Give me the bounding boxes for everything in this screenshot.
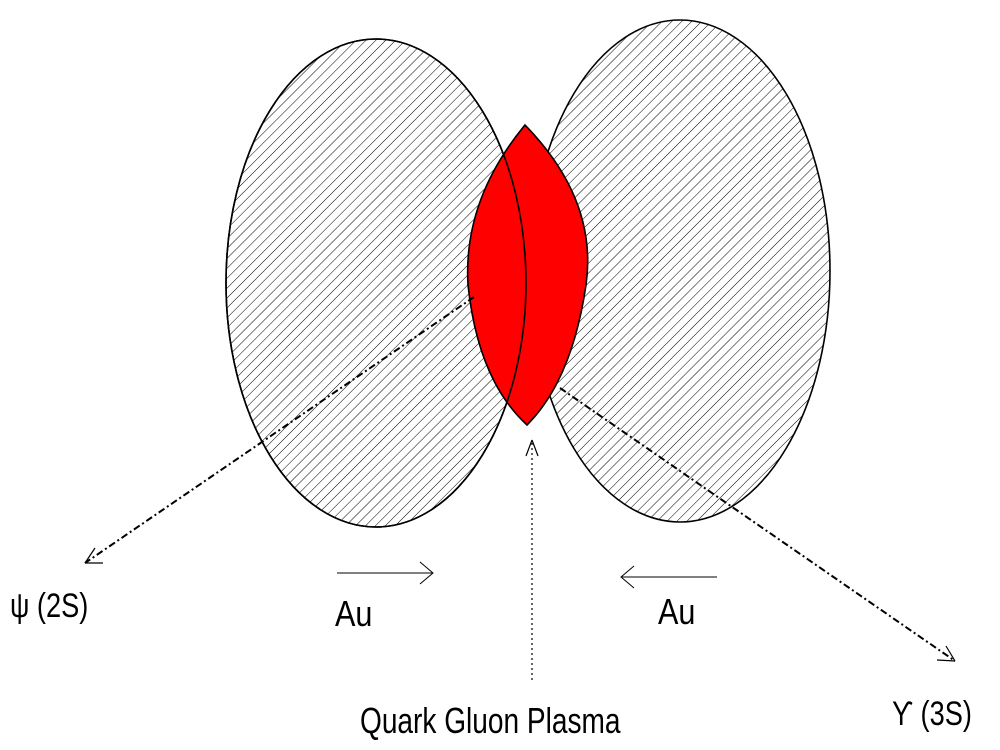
qgp-overlap-region [466, 123, 589, 427]
left-nucleus-outline [225, 38, 527, 528]
upsilon-arrowhead [936, 645, 956, 662]
au-left-arrowhead [419, 561, 434, 585]
upsilon-trajectory [559, 387, 956, 662]
au-left-label: Au [335, 595, 372, 635]
au-right-label: Au [658, 593, 695, 633]
qgp-pointer-arrowhead [525, 439, 539, 457]
upsilon-label: ϒ (3S) [892, 694, 972, 733]
qgp-label: Quark Gluon Plasma [360, 701, 621, 741]
psi-trajectory [84, 296, 475, 564]
psi-label: ψ (2S) [10, 586, 88, 625]
psi-arrowhead [84, 547, 103, 564]
au-right-arrowhead [620, 565, 635, 589]
